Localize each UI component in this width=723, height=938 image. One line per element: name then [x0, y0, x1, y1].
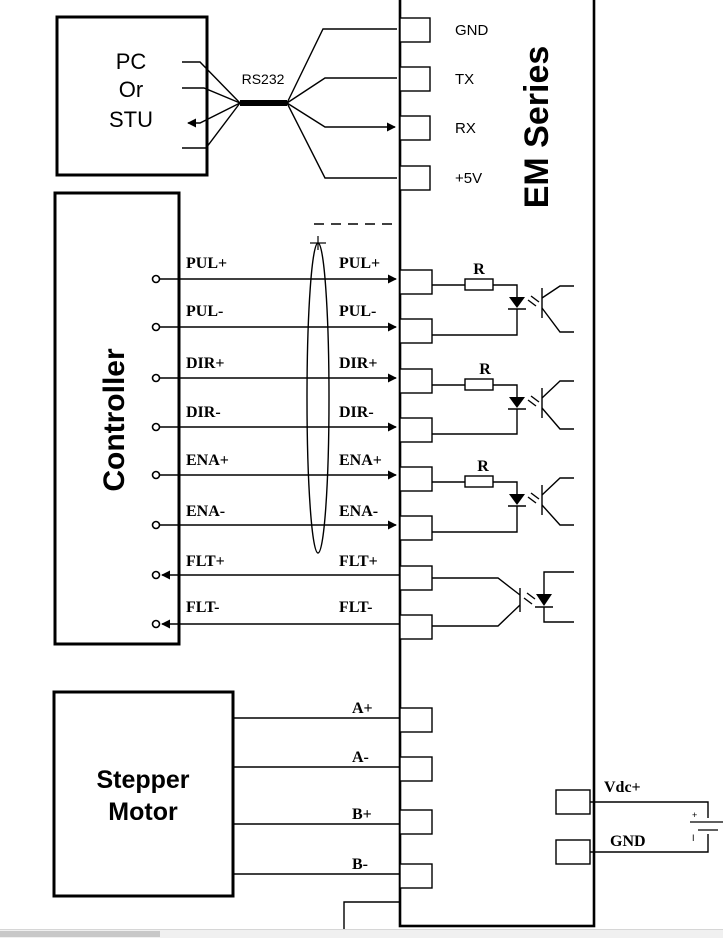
stu-label: STU	[109, 107, 153, 132]
ctrl-dir-minus: DIR-	[186, 404, 221, 421]
driver-title: EM Series	[518, 46, 556, 209]
drv-pul-minus: PUL-	[339, 303, 376, 320]
horizontal-scrollbar[interactable]	[0, 929, 723, 938]
drv-flt-plus: FLT+	[339, 553, 378, 570]
pin-b-plus: B+	[352, 806, 372, 823]
pc-box: PC Or STU	[55, 15, 209, 177]
input-optocoupler-3: R	[432, 458, 574, 533]
signal-lines: PUL+ PUL+ PUL- PUL- DIR+ DIR+ DIR- DIR- …	[151, 255, 400, 629]
drv-flt-minus: FLT-	[339, 599, 373, 616]
rs232-label: RS232	[242, 71, 285, 87]
or-label: Or	[119, 77, 143, 102]
cable-bundle-ellipse	[306, 242, 330, 554]
controller-label: Controller	[98, 348, 131, 492]
serial-terminals: GND TX RX +5V	[399, 17, 489, 191]
fault-output-optocoupler	[432, 571, 574, 627]
ctrl-ena-plus: ENA+	[186, 452, 229, 469]
drv-dir-minus: DIR-	[339, 404, 374, 421]
pin-b-minus: B-	[352, 856, 368, 873]
pin-a-plus: A+	[352, 700, 373, 717]
rs232-cable: RS232	[182, 28, 397, 179]
pin-vdc-plus: Vdc+	[604, 779, 641, 796]
pin-gnd: GND	[455, 22, 489, 39]
stepper-motor-box: Stepper Motor	[52, 690, 235, 898]
resistor-label-1: R	[473, 261, 485, 278]
pin-5v: +5V	[455, 170, 482, 187]
drv-ena-minus: ENA-	[339, 503, 378, 520]
signal-terminals	[399, 269, 433, 640]
stepper-label: Stepper	[96, 766, 189, 794]
scrollbar-thumb[interactable]	[0, 931, 160, 937]
ctrl-pul-minus: PUL-	[186, 303, 223, 320]
drv-pul-plus: PUL+	[339, 255, 380, 272]
input-optocoupler-1: R	[432, 261, 574, 336]
motor-wiring: A+ A- B+ B-	[233, 700, 433, 937]
ctrl-pul-plus: PUL+	[186, 255, 227, 272]
drv-ena-plus: ENA+	[339, 452, 382, 469]
pin-rx: RX	[455, 120, 476, 137]
ctrl-ena-minus: ENA-	[186, 503, 225, 520]
pin-power-gnd: GND	[610, 833, 646, 850]
power-wiring: Vdc+ GND + I	[555, 779, 723, 865]
drv-dir-plus: DIR+	[339, 355, 377, 372]
pc-label: PC	[116, 49, 147, 74]
resistor-label-3: R	[477, 458, 489, 475]
battery-minus-sign: I	[692, 833, 695, 843]
ctrl-flt-plus: FLT+	[186, 553, 225, 570]
motor-label: Motor	[108, 798, 178, 826]
battery-plus-sign: +	[692, 810, 697, 820]
pin-tx: TX	[455, 71, 474, 88]
ctrl-dir-plus: DIR+	[186, 355, 224, 372]
controller-box: Controller	[53, 191, 181, 646]
pin-a-minus: A-	[352, 749, 369, 766]
resistor-label-2: R	[479, 361, 491, 378]
input-optocoupler-2: R	[432, 361, 574, 435]
ctrl-flt-minus: FLT-	[186, 599, 220, 616]
